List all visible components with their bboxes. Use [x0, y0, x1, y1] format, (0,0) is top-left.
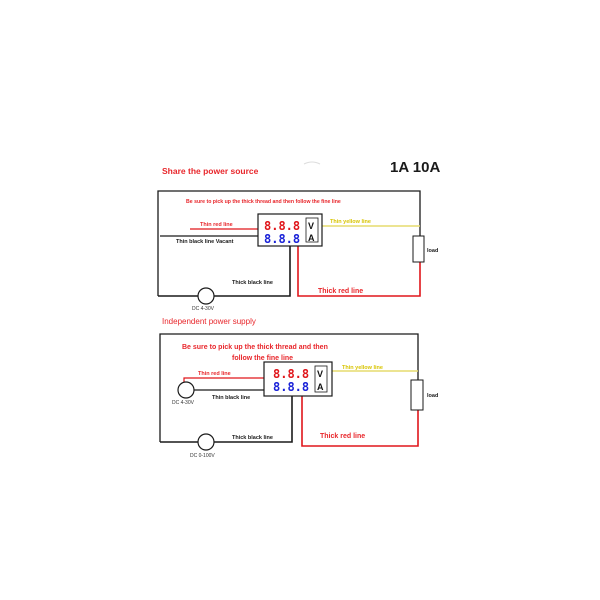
top-thick-black-wire-2	[214, 244, 291, 297]
bottom-volt-digits: 8.8.8	[273, 367, 309, 381]
bottom-thin-red-wire	[183, 377, 264, 388]
top-load-label: load	[427, 248, 438, 254]
bottom-source2-label: DC 0-100V	[190, 453, 215, 459]
bottom-instruction-line2: follow the fine line	[232, 355, 293, 362]
bottom-section-title: Independent power supply	[162, 317, 256, 326]
top-meter: 8.8.8 8.8.8 V A	[257, 213, 323, 247]
top-thick-red-wire	[297, 246, 421, 297]
bottom-meter: 8.8.8 8.8.8 V A	[263, 361, 333, 397]
top-amp-unit: A	[308, 233, 315, 243]
top-thin-black-label: Thin black line Vacant	[176, 239, 234, 245]
bottom-instruction-line1: Be sure to pick up the thick thread and …	[182, 344, 328, 351]
bottom-thin-red-label: Thin red line	[198, 371, 231, 377]
top-thin-yellow-label: Thin yellow line	[330, 219, 371, 225]
top-volt-unit: V	[308, 221, 314, 231]
bottom-thick-red-label: Thick red line	[320, 433, 365, 440]
faint-mark	[303, 161, 321, 165]
top-dc-source	[197, 287, 215, 305]
top-amp-digits: 8.8.8	[264, 232, 300, 246]
top-section-title: Share the power source	[162, 166, 259, 176]
bottom-source1-label: DC 4-30V	[172, 400, 195, 406]
rating-label: 1A 10A	[390, 159, 440, 176]
bottom-thin-yellow-label: Thin yellow line	[342, 365, 383, 371]
bottom-amp-digits: 8.8.8	[273, 380, 309, 394]
bottom-thick-black-wire-2	[214, 388, 293, 443]
bottom-dc-source-1	[177, 381, 195, 399]
top-volt-digits: 8.8.8	[264, 219, 300, 233]
bottom-volt-unit: V	[317, 369, 323, 379]
bottom-thin-black-label: Thin black line	[212, 395, 250, 401]
top-thick-red-label: Thick red line	[318, 288, 363, 295]
top-instruction: Be sure to pick up the thick thread and …	[186, 199, 341, 205]
top-thin-red-label: Thin red line	[200, 222, 233, 228]
bottom-load-label: load	[427, 393, 438, 399]
bottom-thick-black-label: Thick black line	[232, 435, 273, 441]
bottom-dc-source-2	[197, 433, 215, 451]
bottom-thick-red-wire	[301, 394, 419, 447]
top-load-resistor	[412, 235, 425, 263]
top-source-label: DC 4-30V	[192, 306, 215, 312]
bottom-load-resistor	[410, 379, 424, 411]
bottom-amp-unit: A	[317, 382, 324, 392]
top-thick-black-label: Thick black line	[232, 280, 273, 286]
top-outer-black-wire	[157, 190, 421, 296]
bottom-outer-black-wire	[159, 333, 419, 442]
